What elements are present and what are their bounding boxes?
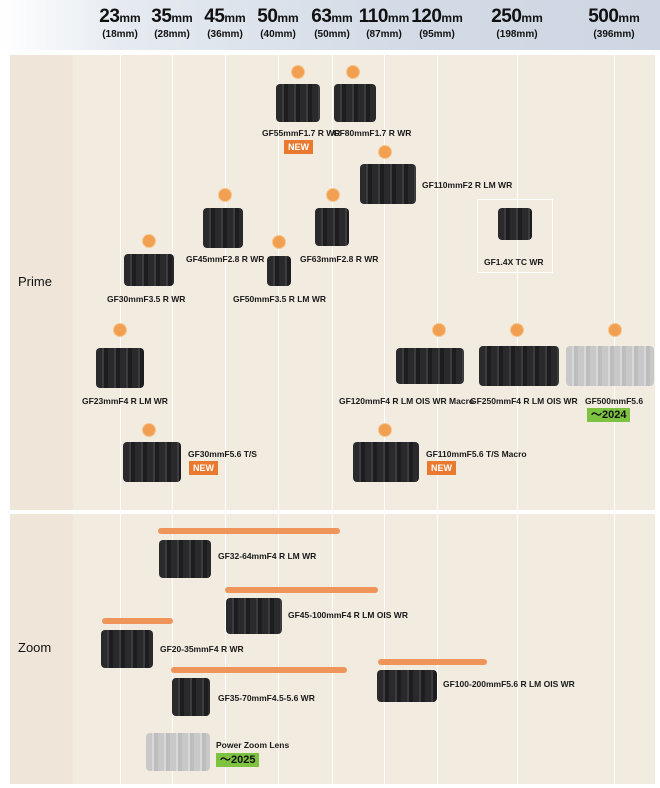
new-badge: NEW — [284, 140, 313, 154]
zoom-range-bar-gf45100 — [225, 587, 378, 593]
focal-marker-dot — [273, 236, 285, 248]
lens-label-gf500: GF500mmF5.6 — [585, 396, 644, 406]
zoom-range-bar-gf3570 — [171, 667, 347, 673]
lens-label-gf3570: GF35-70mmF4.5-5.6 WR — [218, 693, 315, 703]
focal-110: 110mm (87mm) — [358, 6, 410, 40]
lens-label-gf63: GF63mmF2.8 R WR — [300, 254, 379, 264]
lens-image-gf30 — [124, 254, 174, 286]
lens-label-gf250: GF250mmF4 R LM OIS WR — [470, 396, 578, 406]
new-badge: NEW — [189, 461, 218, 475]
zoom-range-bar-gf2035 — [102, 618, 173, 624]
lens-image-gf250 — [479, 346, 559, 386]
focal-50: 50mm (40mm) — [257, 6, 299, 40]
focal-marker-dot — [433, 324, 445, 336]
focal-marker-dot — [143, 424, 155, 436]
focal-length-header: 23mm (18mm) 35mm (28mm) 45mm (36mm) 50mm… — [0, 0, 660, 50]
focal-marker-dot — [379, 424, 391, 436]
focal-marker-dot — [219, 189, 231, 201]
lens-label-gf110ts: GF110mmF5.6 T/S Macro — [426, 449, 527, 459]
focal-23: 23mm (18mm) — [99, 6, 141, 40]
focal-marker-dot — [292, 66, 304, 78]
gridline-63 — [332, 55, 333, 784]
lens-image-gf3264 — [159, 540, 211, 578]
lens-image-gf120 — [396, 348, 464, 384]
lens-image-gf63 — [315, 208, 349, 246]
gridline-110 — [384, 55, 385, 784]
lens-label-gf2035: GF20-35mmF4 R WR — [160, 644, 244, 654]
lens-label-gf50: GF50mmF3.5 R LM WR — [233, 294, 327, 304]
lens-label-gf45: GF45mmF2.8 R WR — [186, 254, 265, 264]
focal-63: 63mm (50mm) — [311, 6, 353, 40]
roadmap-badge-2025: 〜2025 — [216, 753, 260, 767]
lens-image-gf23 — [96, 348, 144, 388]
lens-image-gf80 — [334, 84, 376, 122]
zoom-range-bar-gf3264 — [158, 528, 340, 534]
lens-label-power-zoom: Power Zoom Lens — [216, 740, 290, 750]
focal-120: 120mm (95mm) — [411, 6, 463, 40]
lens-label-gf80: GF80mmF1.7 R WR — [333, 128, 412, 138]
new-badge: NEW — [427, 461, 456, 475]
zoom-range-bar-gf100200 — [378, 659, 487, 665]
gridline-250 — [517, 55, 518, 784]
lens-label-gf100200: GF100-200mmF5.6 R LM OIS WR — [443, 679, 575, 689]
lens-image-gf14tc — [498, 208, 532, 240]
lens-label-gf30: GF30mmF3.5 R WR — [107, 294, 186, 304]
lens-label-gf45100: GF45-100mmF4 R LM OIS WR — [288, 610, 408, 620]
lens-label-gf3264: GF32-64mmF4 R LM WR — [218, 551, 317, 561]
lens-label-gf120: GF120mmF4 R LM OIS WR Macro — [339, 396, 475, 406]
lens-image-gf500 — [566, 346, 654, 386]
gridline-45 — [225, 55, 226, 784]
focal-35: 35mm (28mm) — [151, 6, 193, 40]
focal-500: 500mm (396mm) — [588, 6, 640, 40]
lens-image-gf45 — [203, 208, 243, 248]
gridline-50 — [278, 55, 279, 784]
lens-label-gf30ts: GF30mmF5.6 T/S — [188, 449, 257, 459]
focal-45: 45mm (36mm) — [204, 6, 246, 40]
lens-label-gf23: GF23mmF4 R LM WR — [82, 396, 168, 406]
teleconverter-box — [477, 199, 553, 273]
focal-marker-dot — [609, 324, 621, 336]
lens-image-gf110ts — [353, 442, 419, 482]
row-label-prime: Prime — [18, 274, 52, 289]
lens-image-gf3570 — [172, 678, 210, 716]
gridline-35 — [172, 55, 173, 784]
lens-image-gf50 — [267, 256, 291, 286]
gridline-120 — [437, 55, 438, 784]
lens-image-gf2035 — [101, 630, 153, 668]
lens-image-gf45100 — [226, 598, 282, 634]
focal-marker-dot — [114, 324, 126, 336]
lens-label-gf110: GF110mmF2 R LM WR — [422, 180, 513, 190]
focal-marker-dot — [347, 66, 359, 78]
roadmap-badge-2024: 〜2024 — [587, 408, 631, 422]
lens-image-gf100200 — [377, 670, 437, 702]
lens-label-gf55: GF55mmF1.7 R WR — [262, 128, 341, 138]
focal-marker-dot — [511, 324, 523, 336]
focal-marker-dot — [327, 189, 339, 201]
lens-image-gf30ts — [123, 442, 181, 482]
focal-marker-dot — [143, 235, 155, 247]
lens-image-gf55 — [276, 84, 320, 122]
gridline-23 — [120, 55, 121, 784]
lens-image-gf110 — [360, 164, 416, 204]
focal-250: 250mm (198mm) — [491, 6, 543, 40]
row-label-zoom: Zoom — [18, 640, 52, 655]
lens-label-gf14tc: GF1.4X TC WR — [484, 257, 544, 267]
lens-image-power-zoom — [146, 733, 210, 771]
focal-marker-dot — [379, 146, 391, 158]
